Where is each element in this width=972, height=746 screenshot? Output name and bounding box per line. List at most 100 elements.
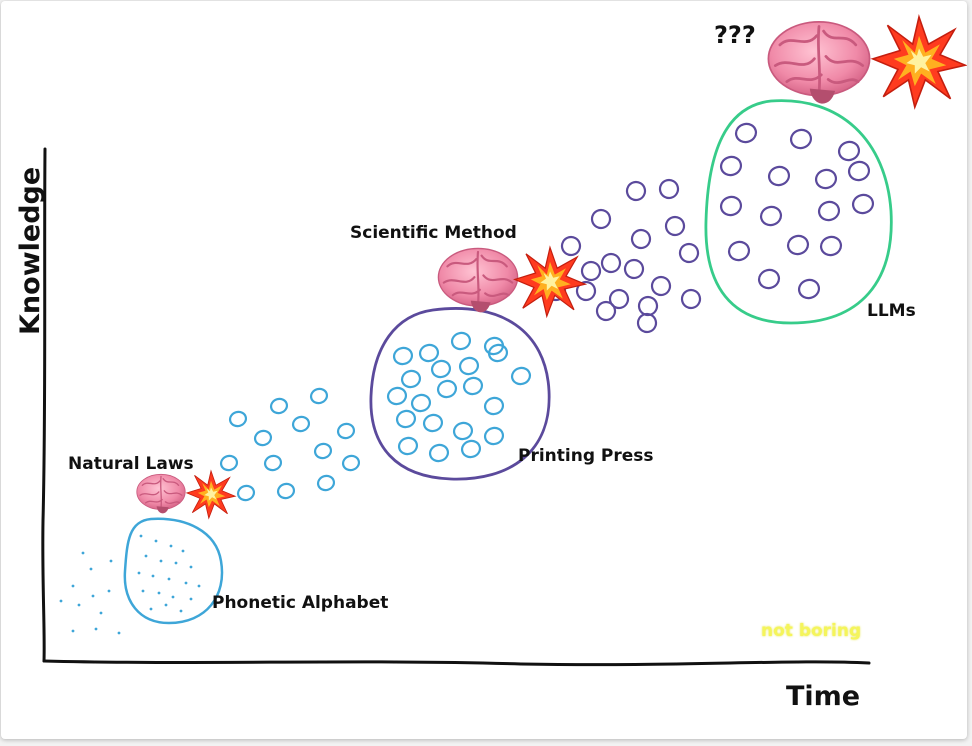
bubble bbox=[759, 205, 783, 227]
bubble bbox=[313, 442, 333, 460]
bubble bbox=[719, 195, 743, 217]
dot bbox=[141, 589, 145, 593]
dot bbox=[77, 603, 81, 607]
dot bbox=[89, 567, 93, 571]
dot bbox=[169, 544, 173, 548]
bubble bbox=[400, 369, 422, 389]
bubble bbox=[757, 268, 781, 290]
bubble bbox=[430, 359, 452, 379]
bubble bbox=[851, 193, 875, 215]
bubble bbox=[219, 454, 239, 472]
bubble bbox=[575, 280, 597, 302]
bubble bbox=[341, 454, 361, 472]
bubble bbox=[595, 300, 617, 322]
dot bbox=[139, 534, 143, 538]
bubble bbox=[397, 436, 419, 456]
bubble bbox=[789, 128, 813, 150]
bubble bbox=[263, 454, 283, 472]
bubble bbox=[727, 240, 751, 262]
bubble bbox=[837, 140, 861, 162]
dot bbox=[71, 629, 75, 633]
y-axis bbox=[41, 147, 47, 663]
natural-laws-label: Natural Laws bbox=[68, 454, 194, 474]
phonetic-dots bbox=[59, 534, 201, 635]
bubble bbox=[458, 356, 480, 376]
bubble bbox=[767, 165, 791, 187]
bubble bbox=[386, 386, 408, 406]
printing-press-blob bbox=[369, 307, 551, 481]
phonetic-alphabet-blob bbox=[123, 517, 224, 625]
dot bbox=[154, 539, 158, 543]
dot bbox=[81, 551, 85, 555]
bubble bbox=[719, 155, 743, 177]
dot bbox=[189, 565, 193, 569]
bubble bbox=[630, 228, 652, 250]
printing-press-bubbles bbox=[386, 331, 532, 463]
bubble bbox=[395, 409, 417, 429]
dot bbox=[144, 554, 148, 558]
bubble bbox=[817, 200, 841, 222]
dot bbox=[91, 594, 95, 598]
brain-icon bbox=[437, 247, 519, 314]
bubble bbox=[636, 312, 658, 334]
printing-press-label: Printing Press bbox=[518, 446, 654, 466]
bubble bbox=[422, 413, 444, 433]
explosion-icon bbox=[514, 246, 586, 317]
bubble bbox=[608, 288, 630, 310]
bubble bbox=[510, 366, 532, 386]
bubble bbox=[678, 242, 700, 264]
y-axis-label: Knowledge bbox=[15, 166, 46, 335]
bubble bbox=[650, 275, 672, 297]
bubble bbox=[664, 215, 686, 237]
dot bbox=[197, 584, 201, 588]
bubble bbox=[590, 208, 612, 230]
bubble bbox=[560, 235, 582, 257]
explosion-icon bbox=[872, 16, 966, 108]
dot bbox=[107, 589, 111, 593]
bubble bbox=[483, 426, 505, 446]
bubble bbox=[460, 439, 482, 459]
dot bbox=[94, 627, 98, 631]
bubble bbox=[625, 180, 647, 202]
bubble bbox=[814, 168, 838, 190]
watermark: not boring bbox=[761, 621, 862, 641]
bubble bbox=[428, 443, 450, 463]
bubble bbox=[819, 235, 843, 257]
dot bbox=[181, 549, 185, 553]
dot bbox=[117, 631, 121, 635]
bubble bbox=[462, 376, 484, 396]
dot bbox=[151, 574, 155, 578]
unknown-label: ??? bbox=[714, 21, 756, 49]
llms-bubbles bbox=[719, 122, 875, 300]
bubble bbox=[291, 415, 311, 433]
bubble bbox=[680, 288, 702, 310]
bubble bbox=[392, 346, 414, 366]
brain-icon bbox=[767, 20, 871, 105]
dot bbox=[174, 561, 178, 565]
dot bbox=[179, 609, 183, 613]
natural-laws-bubbles bbox=[219, 387, 361, 502]
bubble bbox=[452, 421, 474, 441]
bubble bbox=[623, 258, 645, 280]
brain-icon bbox=[136, 473, 186, 515]
bubble bbox=[450, 331, 472, 351]
x-axis-label: Time bbox=[786, 681, 861, 712]
dot bbox=[157, 591, 161, 595]
bubble bbox=[658, 178, 680, 200]
bubble bbox=[483, 336, 505, 356]
phonetic-alphabet-label: Phonetic Alphabet bbox=[212, 593, 389, 613]
bubble bbox=[487, 343, 509, 363]
dot bbox=[59, 599, 63, 603]
bubble bbox=[580, 260, 602, 282]
dot bbox=[71, 584, 75, 588]
dot bbox=[171, 595, 175, 599]
bubble bbox=[316, 474, 336, 492]
dot bbox=[167, 577, 171, 581]
llms-blob bbox=[704, 99, 893, 325]
bubble bbox=[786, 234, 810, 256]
bubble bbox=[847, 160, 871, 182]
dot bbox=[159, 559, 163, 563]
bubble bbox=[309, 387, 329, 405]
